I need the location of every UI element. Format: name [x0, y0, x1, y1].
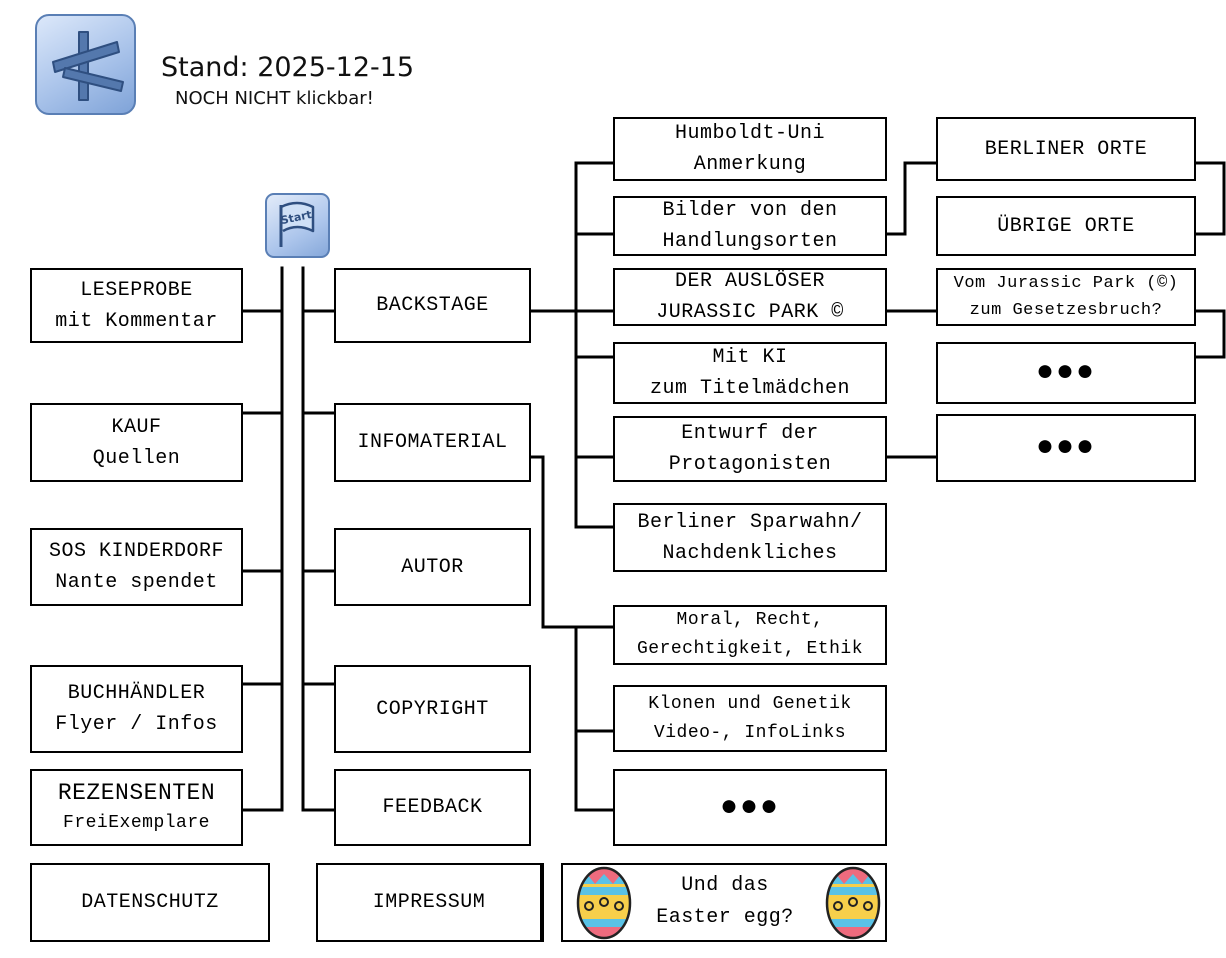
- ki-titelmaedchen-box[interactable]: Mit KI zum Titelmädchen: [613, 342, 887, 404]
- bilder-line1: Bilder von den: [662, 199, 838, 222]
- sos-kinderdorf-box[interactable]: SOS KINDERDORF Nante spendet: [30, 528, 243, 606]
- jurassic-more-box[interactable]: ●●●: [936, 342, 1196, 404]
- copyright-box[interactable]: COPYRIGHT: [334, 665, 531, 753]
- moral-line1: Moral, Recht,: [676, 610, 824, 630]
- backstage-box[interactable]: BACKSTAGE: [334, 268, 531, 343]
- buchhaendler-line2: Flyer / Infos: [55, 713, 218, 736]
- humboldt-line2: Anmerkung: [693, 153, 807, 176]
- impressum-label: IMPRESSUM: [372, 891, 486, 914]
- start-flag-icon[interactable]: Start: [265, 193, 330, 258]
- kauf-line2: Quellen: [92, 446, 181, 470]
- buchhaendler-box[interactable]: BUCHHÄNDLER Flyer / Infos: [30, 665, 243, 753]
- easter-line2: Easter egg?: [656, 906, 794, 929]
- jurassic-gesetz-box[interactable]: Vom Jurassic Park (©) zum Gesetzesbruch?: [936, 268, 1196, 326]
- leseprobe-box[interactable]: LESEPROBE mit Kommentar: [30, 268, 243, 343]
- leseprobe-line1: LESEPROBE: [80, 278, 193, 302]
- infomaterial-label: INFOMATERIAL: [357, 431, 508, 454]
- entwurf-box[interactable]: Entwurf der Protagonisten: [613, 416, 887, 482]
- svg-text:Start: Start: [280, 208, 313, 227]
- bilder-line2: Handlungsorten: [662, 230, 838, 253]
- berliner-orte-label: BERLINER ORTE: [984, 137, 1148, 161]
- bilder-box[interactable]: Bilder von den Handlungsorten: [613, 196, 887, 256]
- sparwahn-box[interactable]: Berliner Sparwahn/ Nachdenkliches: [613, 503, 887, 572]
- entwurf-line1: Entwurf der: [681, 422, 819, 445]
- rezensenten-line1: REZENSENTEN: [57, 779, 216, 806]
- leseprobe-line2: mit Kommentar: [55, 309, 218, 333]
- uebrige-orte-box[interactable]: ÜBRIGE ORTE: [936, 196, 1196, 256]
- datenschutz-label: DATENSCHUTZ: [81, 891, 219, 914]
- more-dots: ●●●: [1035, 431, 1096, 465]
- jurassic-line1: Vom Jurassic Park (©): [953, 274, 1179, 293]
- entwurf-line2: Protagonisten: [668, 453, 832, 476]
- sos-line2: Nante spendet: [55, 571, 218, 594]
- moral-line2: Gerechtigkeit, Ethik: [636, 639, 864, 659]
- jurassic-line2: zum Gesetzesbruch?: [969, 301, 1163, 320]
- infomaterial-box[interactable]: INFOMATERIAL: [334, 403, 531, 482]
- rezensenten-line2: FreiExemplare: [63, 812, 210, 833]
- kauf-box[interactable]: KAUF Quellen: [30, 403, 243, 482]
- buchhaendler-line1: BUCHHÄNDLER: [67, 682, 206, 705]
- easter-egg-icon: [575, 864, 633, 945]
- ausloeser-line2: JURASSIC PARK ©: [656, 301, 844, 324]
- autor-box[interactable]: AUTOR: [334, 528, 531, 606]
- page-subtitle: NOCH NICHT klickbar!: [175, 88, 374, 109]
- ki-line1: Mit KI: [712, 346, 788, 369]
- sparwahn-line1: Berliner Sparwahn/: [637, 510, 863, 534]
- klonen-line2: Video-, InfoLinks: [653, 722, 847, 743]
- easter-line1: Und das: [681, 874, 769, 897]
- moral-recht-box[interactable]: Moral, Recht, Gerechtigkeit, Ethik: [613, 605, 887, 665]
- klonen-box[interactable]: Klonen und Genetik Video-, InfoLinks: [613, 685, 887, 752]
- sos-line1: SOS KINDERDORF: [48, 540, 225, 563]
- copyright-label: COPYRIGHT: [376, 697, 489, 721]
- kauf-line1: KAUF: [111, 415, 162, 439]
- autor-label: AUTOR: [401, 555, 464, 579]
- backstage-label: BACKSTAGE: [376, 294, 489, 317]
- entwurf-more-box[interactable]: ●●●: [936, 414, 1196, 482]
- humboldt-line1: Humboldt-Uni: [674, 122, 826, 145]
- easter-egg-icon: [824, 864, 882, 945]
- berliner-orte-box[interactable]: BERLINER ORTE: [936, 117, 1196, 181]
- uebrige-orte-label: ÜBRIGE ORTE: [997, 214, 1135, 238]
- ausloeser-line1: DER AUSLÖSER: [674, 270, 826, 293]
- impressum-box[interactable]: IMPRESSUM: [316, 863, 544, 942]
- infomaterial-more-box[interactable]: ●●●: [613, 769, 887, 846]
- feedback-box[interactable]: FEEDBACK: [334, 769, 531, 846]
- easter-egg-text: Und das Easter egg?: [630, 870, 820, 934]
- signpost-logo-icon: [35, 14, 136, 115]
- datenschutz-box[interactable]: DATENSCHUTZ: [30, 863, 270, 942]
- rezensenten-box[interactable]: REZENSENTEN FreiExemplare: [30, 769, 243, 846]
- feedback-label: FEEDBACK: [382, 796, 483, 819]
- more-dots: ●●●: [719, 790, 780, 825]
- more-dots: ●●●: [1035, 356, 1096, 390]
- page-title: Stand: 2025-12-15: [161, 52, 415, 83]
- klonen-line1: Klonen und Genetik: [648, 693, 852, 714]
- sparwahn-line2: Nachdenkliches: [662, 541, 838, 565]
- humboldt-box[interactable]: Humboldt-Uni Anmerkung: [613, 117, 887, 181]
- ausloeser-box[interactable]: DER AUSLÖSER JURASSIC PARK ©: [613, 268, 887, 326]
- ki-line2: zum Titelmädchen: [649, 377, 851, 400]
